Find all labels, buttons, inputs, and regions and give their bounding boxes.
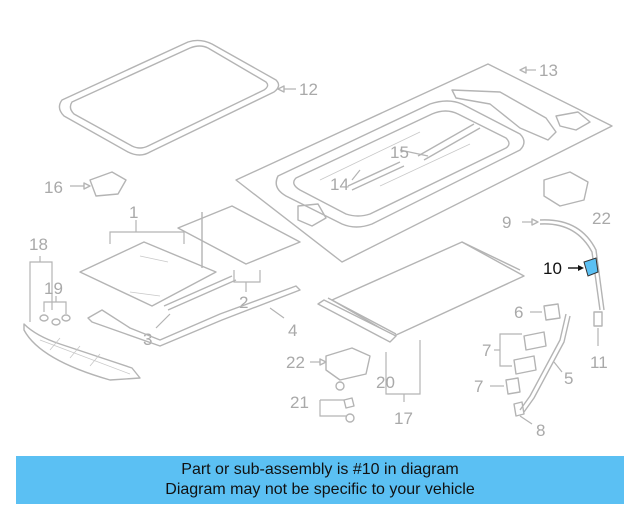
callout-7-upper: 6 xyxy=(514,303,523,322)
arrow-10 xyxy=(578,265,584,271)
part-5-drain-trough xyxy=(87,285,301,347)
arrow-16 xyxy=(83,182,91,190)
part-4-strip xyxy=(155,275,237,329)
banner-line-2: Diagram may not be specific to your vehi… xyxy=(165,481,475,498)
part-21-bolts xyxy=(335,381,355,423)
callout-21: 21 xyxy=(290,393,309,412)
callout-1: 1 xyxy=(129,203,138,222)
part-11-clamp xyxy=(513,401,533,425)
part-1-glass xyxy=(79,205,301,307)
part-15-rails xyxy=(399,123,481,161)
part-20-strip xyxy=(317,299,397,343)
part-6-hose xyxy=(519,313,571,413)
part-14-bracket xyxy=(347,161,405,191)
arrow-9 xyxy=(531,218,539,226)
callout-19: 17 xyxy=(394,409,413,428)
part-18-clips xyxy=(39,314,71,326)
part-13-frame xyxy=(235,63,613,263)
callout-8: 7 xyxy=(482,341,491,360)
callout-7-lower: 7 xyxy=(474,377,483,396)
callout-6: 5 xyxy=(564,369,573,388)
part-10-clip-highlighted xyxy=(583,257,599,277)
info-banner: Part or sub-assembly is #10 in diagram D… xyxy=(16,456,624,504)
callout-17: 18 xyxy=(29,235,48,254)
callout-2: 2 xyxy=(239,293,248,312)
arrow-13 xyxy=(519,66,527,74)
part-17-deflector xyxy=(23,323,141,381)
arrow-3 xyxy=(277,85,285,93)
callout-12: 11 xyxy=(590,353,608,372)
callout-22-lower: 22 xyxy=(286,353,305,372)
arrow-22-lower xyxy=(319,358,327,366)
callout-15: 15 xyxy=(390,143,409,162)
part-12-valve xyxy=(593,311,603,346)
callout-11: 8 xyxy=(536,421,545,440)
callout-22-upper: 22 xyxy=(592,209,611,228)
part-16-clip xyxy=(89,171,127,197)
callout-9: 9 xyxy=(502,213,511,232)
part-3-seal xyxy=(58,39,280,156)
callout-14: 14 xyxy=(330,175,349,194)
part-22-motor-upper xyxy=(543,171,589,207)
part-22-motor-lower xyxy=(325,347,371,381)
callout-10: 10 xyxy=(543,259,562,278)
parts-diagram: 12 13 15 14 16 22 xyxy=(23,39,613,440)
callout-3: 12 xyxy=(299,80,318,99)
callout-18: 19 xyxy=(44,279,63,298)
callout-16: 16 xyxy=(44,178,63,197)
part-8-brackets xyxy=(513,331,547,375)
banner-line-1: Part or sub-assembly is #10 in diagram xyxy=(181,461,459,478)
callout-5: 4 xyxy=(288,321,297,340)
callout-13: 13 xyxy=(539,61,558,80)
callout-20: 20 xyxy=(376,373,395,392)
part-7-clip-upper xyxy=(543,303,561,321)
part-9-hose xyxy=(539,219,605,311)
callout-4: 3 xyxy=(143,330,152,349)
part-7-clip-lower xyxy=(505,377,521,395)
